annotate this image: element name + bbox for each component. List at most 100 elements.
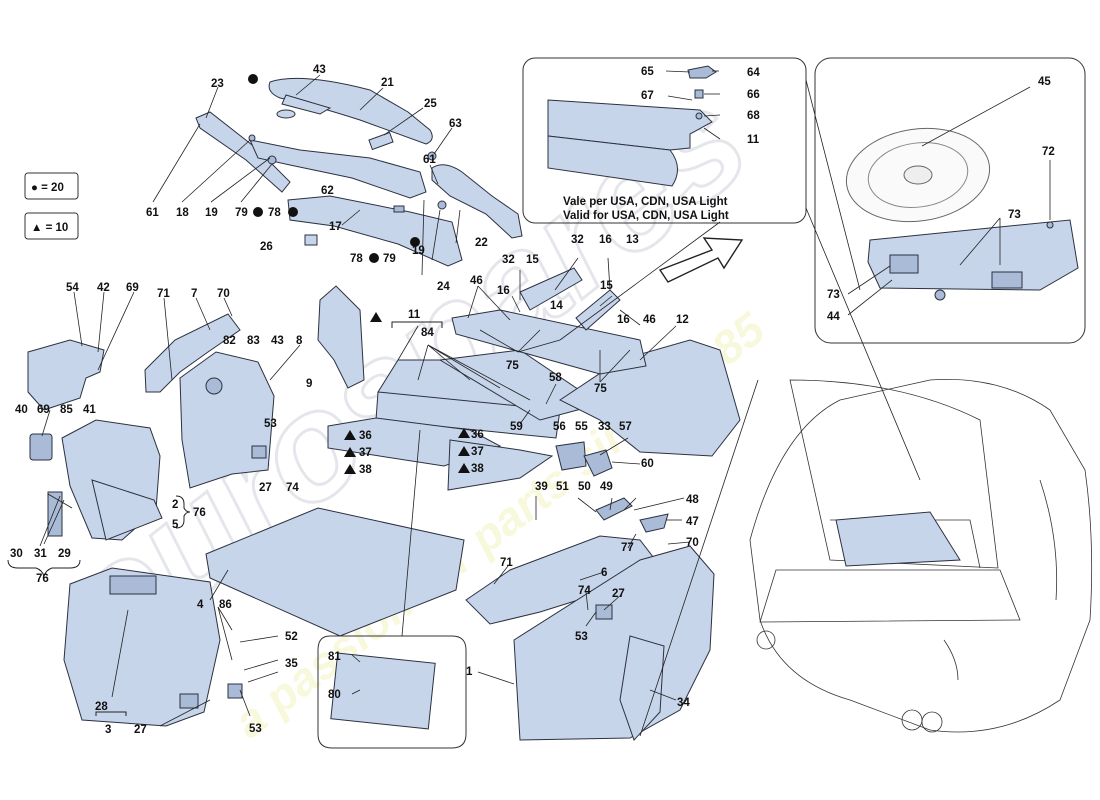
part-label-23: 23 [211,78,224,90]
part-label-82: 82 [223,335,236,347]
part-label-35: 35 [285,658,298,670]
part-label-17: 17 [329,221,342,233]
part-label-2: 2 [172,499,178,511]
part-label-4: 4 [197,599,204,611]
part-label-52: 52 [285,631,298,643]
part-label-79a: 79 [235,207,248,219]
part-label-67: 67 [641,90,654,102]
part-label-69b: 69 [37,404,50,416]
part-label-27a: 27 [259,482,272,494]
part-label-86: 86 [219,599,232,611]
legend: ● = 20 ▲ = 10 [24,172,79,240]
part-label-15b: 15 [600,280,613,292]
part-label-36a: 36 [359,430,372,442]
part-label-29: 29 [58,548,71,560]
part-label-72: 72 [1042,146,1055,158]
part-label-36b: 36 [471,429,484,441]
part-label-43b: 43 [271,335,284,347]
part-label-48: 48 [686,494,699,506]
part-label-44: 44 [827,311,840,323]
part-label-68: 68 [747,110,760,122]
part-label-64: 64 [747,67,760,79]
part-label-76a: 76 [193,507,206,519]
part-label-58: 58 [549,372,562,384]
marker-symbols [248,74,470,474]
legend-triangle-box [24,212,79,240]
legend-triangle-text: ▲ = 10 [31,222,68,234]
part-label-38a: 38 [359,464,372,476]
part-label-79b: 79 [383,253,396,265]
part-label-11a: 11 [747,134,760,146]
part-label-81: 81 [328,651,341,663]
part-label-5: 5 [172,519,179,531]
direction-arrow [658,237,744,283]
part-label-7: 7 [191,288,197,300]
part-label-19b: 19 [412,245,425,257]
part-label-85: 85 [60,404,73,416]
part-label-51: 51 [556,481,569,493]
part-label-34: 34 [677,697,690,709]
part-label-78a: 78 [268,207,281,219]
part-label-75b: 75 [594,383,607,395]
part-label-53a: 53 [264,418,277,430]
center-floor-parts [205,267,741,730]
part-label-22: 22 [475,237,488,249]
part-label-37a: 37 [359,447,372,459]
part-label-59: 59 [510,421,523,433]
part-label-61b: 61 [423,154,436,166]
part-label-46b: 46 [643,314,656,326]
usa-inset-frame [522,57,807,224]
part-label-71a: 71 [157,288,170,300]
leader-lines [39,70,1051,737]
part-label-45: 45 [1038,76,1051,88]
part-label-61a: 61 [146,207,159,219]
part-label-26: 26 [260,241,273,253]
part-label-27b: 27 [612,588,625,600]
part-label-65: 65 [641,66,654,78]
part-label-12: 12 [676,314,689,326]
part-label-53c: 53 [249,723,262,735]
car-sketch [749,379,1093,733]
part-label-57: 57 [619,421,632,433]
part-label-13-final: 13 [626,234,639,246]
part-label-80: 80 [328,689,341,701]
part-label-46a: 46 [470,275,483,287]
part-label-41: 41 [83,404,96,416]
left-side-parts [27,285,365,541]
spare-wheel-inset-frame [814,57,1086,344]
part-label-73a: 73 [1008,209,1021,221]
part-label-77: 77 [621,542,634,554]
part-label-83: 83 [247,335,260,347]
part-label-19a: 19 [205,207,218,219]
brace-76-left [7,559,81,578]
cover-inset-frame [317,635,467,749]
part-label-53b: 53 [575,631,588,643]
part-label-66: 66 [747,89,760,101]
part-label-25: 25 [424,98,437,110]
part-label-49: 49 [600,481,613,493]
part-label-75a: 75 [506,360,519,372]
part-label-27c: 27 [134,724,147,736]
part-label-71b: 71 [500,557,513,569]
part-label-55: 55 [575,421,588,433]
part-label-32a: 32 [571,234,584,246]
part-label-30: 30 [10,548,23,560]
part-label-15a: 15 [526,254,539,266]
part-label-70a: 70 [217,288,230,300]
part-label-54: 54 [66,282,79,294]
part-label-33: 33 [598,421,611,433]
legend-circle-box [24,172,79,200]
part-label-32b: 32 [502,254,515,266]
part-label-31: 31 [34,548,47,560]
part-label-16c: 16 [617,314,630,326]
bracket-28 [95,711,127,716]
part-label-50: 50 [578,481,591,493]
bracket-11-84 [391,321,443,328]
part-label-60: 60 [641,458,654,470]
part-label-11b: 11 [408,309,421,321]
part-label-21: 21 [381,77,394,89]
part-labels: 23 43 21 25 63 61 18 19 79 78 62 61 26 1… [10,64,1055,736]
part-label-14: 14 [550,300,563,312]
